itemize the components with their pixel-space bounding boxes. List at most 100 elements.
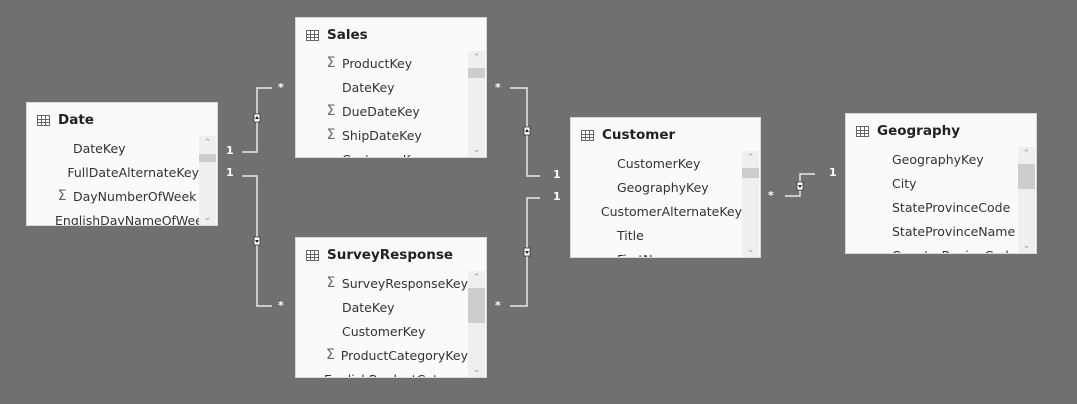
cardinality-many: * xyxy=(768,189,774,202)
field-name: DayNumberOfWeek xyxy=(73,188,197,204)
cardinality-one: 1 xyxy=(553,168,561,181)
scrollbar-thumb[interactable] xyxy=(468,68,485,78)
field-row[interactable]: Title xyxy=(571,223,742,247)
scrollbar[interactable]: ⌃ ⌄ xyxy=(742,151,759,257)
cardinality-one: 1 xyxy=(829,166,837,179)
cardinality-many: * xyxy=(495,299,501,312)
table-header[interactable]: Date xyxy=(37,110,94,130)
chevron-up-icon[interactable]: ⌃ xyxy=(746,153,755,163)
field-row[interactable]: Σ DayNumberOfWeek xyxy=(27,184,199,208)
table-card-surveyresponse[interactable]: SurveyResponse Σ SurveyResponseKey DateK… xyxy=(295,237,487,378)
table-card-sales[interactable]: Sales Σ ProductKey DateKey Σ DueDateKey … xyxy=(295,17,487,158)
field-name: GeographyKey xyxy=(617,179,709,195)
field-row[interactable]: CustomerAlternateKey xyxy=(571,199,742,223)
field-row[interactable]: Σ ProductCategoryKey xyxy=(296,343,468,367)
table-title: Date xyxy=(58,112,94,128)
sigma-icon: Σ xyxy=(326,103,336,119)
field-row[interactable]: CountryRegionCode xyxy=(846,243,1018,254)
field-row[interactable]: GeographyKey xyxy=(846,147,1018,171)
scrollbar-thumb[interactable] xyxy=(742,168,759,178)
field-row[interactable]: CustomerKey xyxy=(296,319,468,343)
field-row[interactable]: GeographyKey xyxy=(571,175,742,199)
field-name: DateKey xyxy=(73,140,126,156)
sigma-icon: Σ xyxy=(57,188,67,204)
scrollbar-thumb[interactable] xyxy=(468,288,485,323)
field-list: DateKey FullDateAlternateKey Σ DayNumber… xyxy=(27,136,199,226)
cardinality-many: * xyxy=(278,299,284,312)
chevron-down-icon[interactable]: ⌄ xyxy=(472,365,481,375)
field-name: Title xyxy=(617,227,644,243)
chevron-up-icon[interactable]: ⌃ xyxy=(472,53,481,63)
field-name: GeographyKey xyxy=(892,151,984,167)
field-name: EnglishProductCategoryName xyxy=(324,372,468,378)
scrollbar[interactable]: ⌃ ⌄ xyxy=(468,271,485,377)
scrollbar-thumb[interactable] xyxy=(199,154,216,162)
field-row[interactable]: Σ ShipDateKey xyxy=(296,123,468,147)
table-title: Customer xyxy=(602,127,676,143)
field-row[interactable]: FullDateAlternateKey xyxy=(27,160,199,184)
sigma-icon: Σ xyxy=(326,127,336,143)
field-name: SurveyResponseKey xyxy=(341,275,468,291)
field-name: CustomerAlternateKey xyxy=(600,203,742,219)
field-name: StateProvinceCode xyxy=(892,199,1011,215)
cardinality-one: 1 xyxy=(553,190,561,203)
chevron-down-icon[interactable]: ⌄ xyxy=(1022,241,1031,251)
field-row[interactable]: StateProvinceCode xyxy=(846,195,1018,219)
scrollbar[interactable]: ⌃ ⌄ xyxy=(199,136,216,225)
field-list: CustomerKey GeographyKey CustomerAlterna… xyxy=(571,151,742,258)
field-name: DateKey xyxy=(342,79,395,95)
field-row[interactable]: DateKey xyxy=(296,295,468,319)
sigma-icon: Σ xyxy=(326,55,336,71)
cardinality-many: * xyxy=(495,81,501,94)
chevron-down-icon[interactable]: ⌄ xyxy=(203,213,212,223)
field-name: StateProvinceName xyxy=(892,223,1016,239)
cardinality-many: * xyxy=(278,81,284,94)
field-list: Σ ProductKey DateKey Σ DueDateKey Σ Ship… xyxy=(296,51,468,157)
chevron-up-icon[interactable]: ⌃ xyxy=(1022,149,1031,159)
scrollbar[interactable]: ⌃ ⌄ xyxy=(1018,147,1035,253)
table-header[interactable]: Customer xyxy=(581,125,675,145)
field-row[interactable]: DateKey xyxy=(296,75,468,99)
table-grid-icon xyxy=(37,114,50,126)
table-card-date[interactable]: Date DateKey FullDateAlternateKey Σ DayN… xyxy=(26,102,218,226)
chevron-up-icon[interactable]: ⌃ xyxy=(203,138,212,148)
field-row[interactable]: EnglishProductCategoryName xyxy=(296,367,468,378)
table-grid-icon xyxy=(581,129,594,141)
table-header[interactable]: Sales xyxy=(306,25,368,45)
field-row[interactable]: EnglishDayNameOfWeek xyxy=(27,208,199,226)
table-title: SurveyResponse xyxy=(327,247,454,263)
table-header[interactable]: SurveyResponse xyxy=(306,245,453,265)
chevron-down-icon[interactable]: ⌄ xyxy=(746,245,755,255)
field-name: ProductKey xyxy=(342,55,413,71)
field-name: CustomerKey xyxy=(342,323,426,339)
table-card-customer[interactable]: Customer CustomerKey GeographyKey Custom… xyxy=(570,117,761,258)
field-name: CustomerKey xyxy=(617,155,701,171)
table-title: Sales xyxy=(327,27,368,43)
field-row[interactable]: Σ SurveyResponseKey xyxy=(296,271,468,295)
chevron-down-icon[interactable]: ⌄ xyxy=(472,145,481,155)
table-header[interactable]: Geography xyxy=(856,121,960,141)
field-list: Σ SurveyResponseKey DateKey CustomerKey … xyxy=(296,271,468,377)
sigma-icon: Σ xyxy=(325,347,335,363)
cardinality-one: 1 xyxy=(226,166,234,179)
field-row[interactable]: Σ DueDateKey xyxy=(296,99,468,123)
field-row[interactable]: CustomerKey xyxy=(296,147,468,158)
cardinality-one: 1 xyxy=(226,144,234,157)
scrollbar[interactable]: ⌃ ⌄ xyxy=(468,51,485,157)
table-grid-icon xyxy=(306,29,319,41)
field-row[interactable]: City xyxy=(846,171,1018,195)
table-card-geography[interactable]: Geography GeographyKey City StateProvinc… xyxy=(845,113,1037,254)
field-row[interactable]: FirstName xyxy=(571,247,742,258)
scrollbar-thumb[interactable] xyxy=(1018,164,1035,189)
field-name: CountryRegionCode xyxy=(892,248,1016,254)
field-name: FullDateAlternateKey xyxy=(67,164,199,180)
field-row[interactable]: Σ ProductKey xyxy=(296,51,468,75)
field-name: EnglishDayNameOfWeek xyxy=(55,212,199,226)
field-row[interactable]: CustomerKey xyxy=(571,151,742,175)
table-grid-icon xyxy=(306,249,319,261)
field-name: FirstName xyxy=(617,252,680,258)
field-row[interactable]: StateProvinceName xyxy=(846,219,1018,243)
field-row[interactable]: DateKey xyxy=(27,136,199,160)
chevron-up-icon[interactable]: ⌃ xyxy=(472,273,481,283)
